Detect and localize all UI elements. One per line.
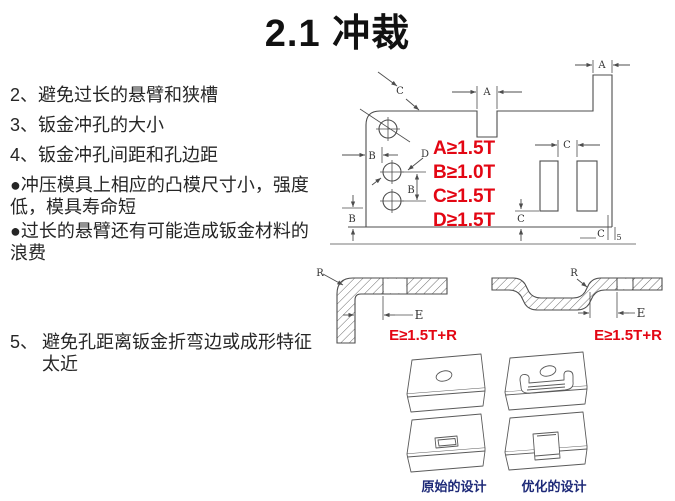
hole-gap-edges [382,277,408,295]
extension-lines [342,60,616,240]
iso-optimized-round-hole [504,351,588,411]
dim-label-c: C [597,229,605,240]
hole-gap [617,278,633,290]
dim-label-b: B [348,214,355,225]
hole-gap-edges [616,277,634,291]
dim-label-d: D [421,149,429,160]
dim-label-c: C [517,214,525,225]
bend-rule-left: E≥1.5T+R [389,327,457,344]
dim-label-r: R [570,268,578,279]
dim-label-r: R [316,268,324,279]
note-item-5: 5、 避免孔距离钣金折弯边或成形特征太近 [10,331,322,375]
dimension-arrows [576,278,629,316]
iso-optimized-square-hole [504,411,588,471]
image-divider-line [330,243,636,245]
dim-label-b: B [368,151,375,162]
hole-center-crosses [376,117,404,213]
dim-label-b: B [407,185,414,196]
rule-c: C≥1.5T [433,186,496,207]
punch-spacing-rules: A≥1.5T B≥1.0T C≥1.5T D≥1.5T [433,137,495,233]
notes-list: 2、避免过长的悬臂和狭槽 3、钣金冲孔的大小 4、钣金冲孔间距和孔边距 ●冲压模… [10,84,312,266]
note-item-3: 3、钣金冲孔的大小 [10,115,165,135]
dim-label-e: E [637,306,646,320]
caption-optimized-design: 优化的设计 [521,479,587,494]
bend-rule-right: E≥1.5T+R [594,327,662,344]
design-comparison-sketches [406,351,588,473]
dim-label-a: A [597,60,606,71]
note-item-5-text: 避免孔距离钣金折弯边或成形特征太近 [42,332,312,374]
note-bullet-1: ●冲压模具上相应的凸模尺寸小，强度低，模具寿命短 [10,175,309,217]
hole-gap [383,278,407,294]
note-item-2: 2、避免过长的悬臂和狭槽 [10,85,219,105]
iso-original-square-hole [406,413,486,473]
note-item-4: 4、钣金冲孔间距和孔边距 [10,145,219,165]
dim-label-c: C [396,86,404,97]
rule-b: B≥1.0T [433,162,496,183]
dim-label-a: A [482,87,491,98]
bend-cross-section-right: R E [491,268,663,320]
dim-label-c: C [563,140,571,151]
dimension-arrows [322,273,395,318]
dim-label-5: 5 [616,233,621,242]
iso-original-round-hole [406,353,486,413]
rule-a: A≥1.5T [433,138,496,159]
rule-d: D≥1.5T [433,210,496,231]
slide-title: 2.1 冲裁 [264,13,411,55]
extension-lines [589,292,618,318]
punch-spacing-drawing: A A C B D B B C C C 5 [342,60,630,242]
dim-label-e: E [415,308,424,322]
note-bullet-2: ●过长的悬臂还有可能造成钣金材料的浪费 [10,221,309,263]
bend-cross-section-left: R E [316,268,448,344]
dimension-arrows [342,62,630,241]
note-item-5-number: 5、 [10,332,39,352]
caption-original-design: 原始的设计 [421,479,487,494]
